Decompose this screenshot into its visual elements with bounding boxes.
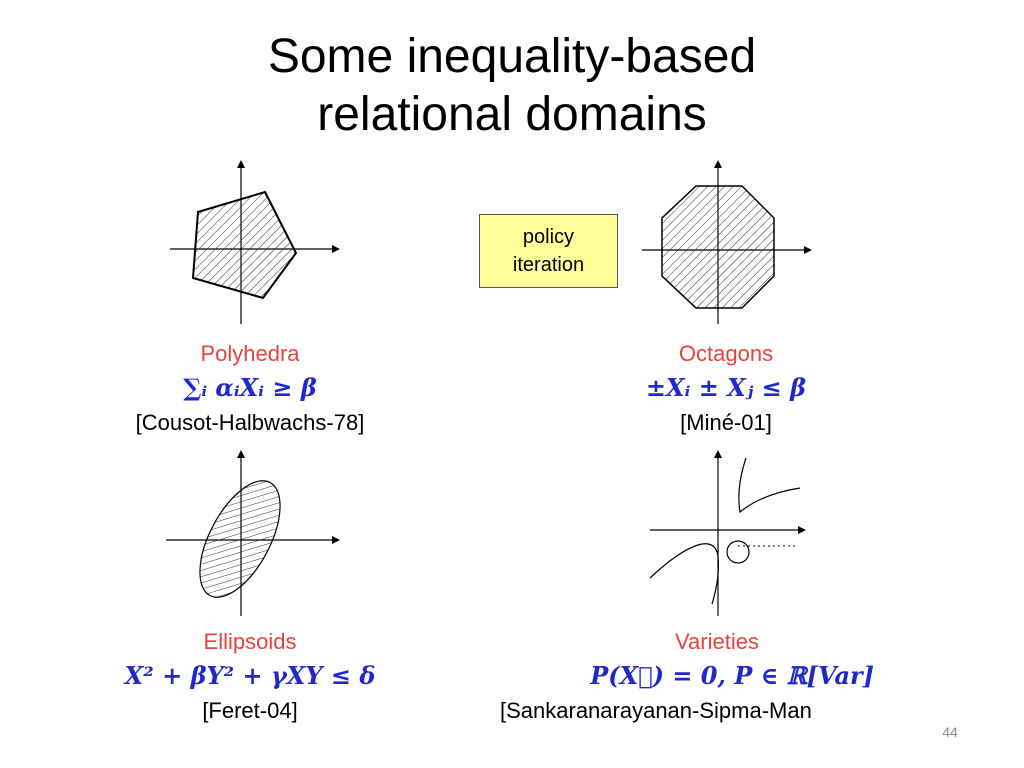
octagons-caption: Octagons ±Xᵢ ± Xⱼ ≤ β [Miné-01] [576,338,876,440]
domain-reference: [Miné-01] [680,410,772,435]
domain-reference: [Sankaranarayanan-Sipma-Man [500,698,812,723]
polyhedra-caption: Polyhedra ∑ᵢ αᵢXᵢ ≥ β [Cousot-Halbwachs-… [100,338,400,440]
title-line-1: Some inequality-based [267,30,757,83]
domain-name: Octagons [678,341,774,366]
domain-formula: ±Xᵢ ± Xⱼ ≤ β [645,373,807,402]
varieties-figure [649,450,806,616]
domain-name: Polyhedra [200,341,300,366]
domain-formula: P(X⃗) = 0, P ∈ ℝ[Var] [590,661,874,690]
policy-iteration-box: policy iteration [479,214,618,288]
title-line-2: relational domains [317,88,707,141]
polyhedra-figure [170,160,340,324]
domain-reference: [Cousot-Halbwachs-78] [135,410,365,435]
slide-number: 44 [942,724,958,740]
slide-title: Some inequality-based relational domains [0,28,1024,144]
domain-reference: [Feret-04] [202,698,298,723]
domain-formula: X² + βY² + γXY ≤ δ [124,661,376,690]
varieties-caption: Varieties P(X⃗) = 0, P ∈ ℝ[Var] [Sankara… [500,626,874,728]
ellipsoids-figure [166,450,340,616]
domain-name: Ellipsoids [203,629,297,654]
ellipsoids-caption: Ellipsoids X² + βY² + γXY ≤ δ [Feret-04] [100,626,400,728]
octagons-figure [642,160,812,324]
domain-formula: ∑ᵢ αᵢXᵢ ≥ β [183,373,317,402]
policy-box-line-1: policy [522,226,575,248]
policy-box-line-2: iteration [512,254,585,276]
domain-name: Varieties [675,629,759,654]
